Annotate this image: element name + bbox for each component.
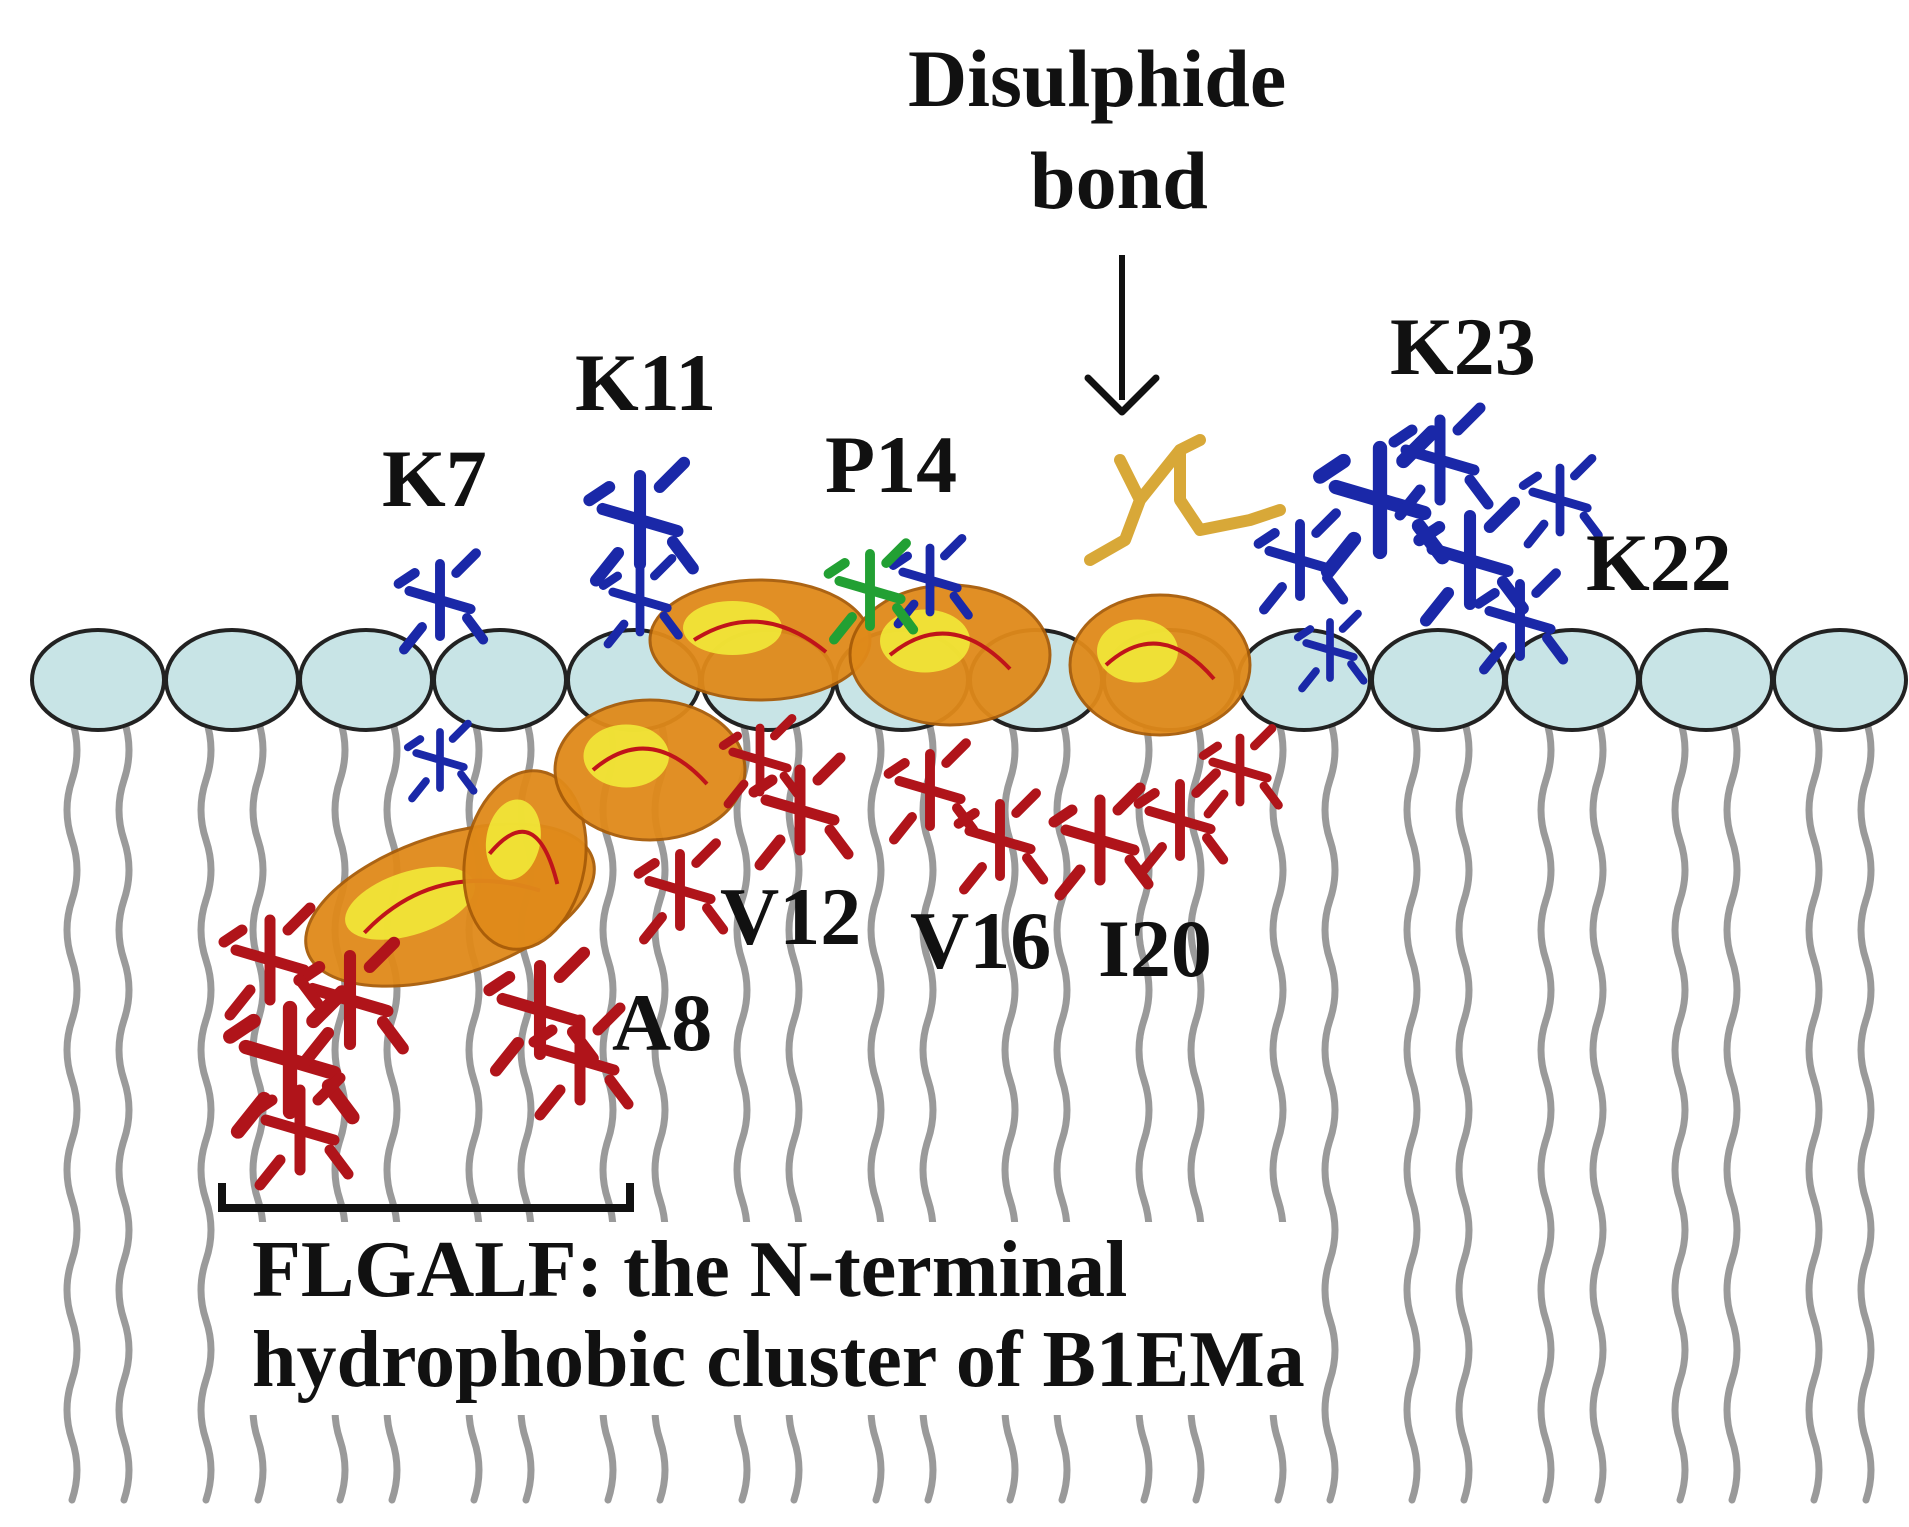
hydrophobic-side-chain-8 — [748, 752, 854, 871]
lysine-side-chain-8 — [1413, 496, 1529, 627]
residue-label-v16: V16 — [910, 895, 1052, 986]
lipid-tail-14-2 — [1857, 716, 1875, 1504]
peptide-b1ema — [218, 402, 1603, 1191]
helix-segment-k11-bond — [591, 746, 709, 786]
hydrophobic-side-chain-14 — [718, 714, 803, 809]
lipid-head-13 — [1638, 628, 1774, 732]
hydrophobic-side-chain-10 — [953, 788, 1049, 895]
lysine-side-chain-4 — [598, 554, 683, 649]
caption: FLGALF: the N-terminal hydrophobic clust… — [238, 1222, 1315, 1416]
helix-segment-p14 — [648, 578, 872, 702]
residue-label-k22: K22 — [1586, 517, 1732, 608]
lipid-tail-13-2 — [1723, 716, 1741, 1504]
helix-segment-p14-highlight — [683, 601, 782, 655]
helix-segment-i20-bond — [1104, 641, 1216, 681]
lysine-side-chain-12 — [1518, 454, 1603, 549]
helix-segment-i20 — [1068, 593, 1252, 737]
lysine-side-chain-3 — [583, 456, 699, 587]
disulphide-arrow-head — [1084, 374, 1160, 416]
lipid-tail-10-2 — [1321, 716, 1339, 1504]
lipid-tail-12-1 — [1537, 716, 1555, 1504]
hydrophobic-side-chain-13 — [1198, 724, 1283, 819]
hydrophobic-side-chain-4 — [248, 1072, 354, 1191]
hydrophobic-side-chain-5 — [483, 946, 599, 1077]
residue-label-i20: I20 — [1098, 903, 1212, 994]
residue-label-k23: K23 — [1390, 301, 1536, 392]
disulphide-label-line2: bond — [1030, 135, 1208, 226]
helix-segment-a8 — [462, 769, 588, 951]
helix-segment-a8-highlight — [485, 799, 541, 880]
lysine-side-chain-10 — [1473, 568, 1569, 675]
lysine-side-chain-9 — [1388, 402, 1494, 521]
lipid-tail-14-1 — [1805, 716, 1823, 1504]
helix-segment-v16-bond — [888, 631, 1012, 671]
caption-line2: hydrophobic cluster of B1EMa — [252, 1315, 1305, 1404]
lipid-tail-12-2 — [1589, 716, 1607, 1504]
disulphide-label-line1: Disulphide — [908, 33, 1287, 124]
hydrophobic-side-chain-12 — [1133, 768, 1229, 875]
lipid-tail-1-2 — [115, 716, 133, 1504]
hydrophobic-side-chain-11 — [1048, 782, 1154, 901]
residue-label-p14: P14 — [825, 419, 958, 510]
helix-segment-k11 — [553, 698, 747, 842]
lipid-head-11 — [1370, 628, 1506, 732]
lipid-tail-13-1 — [1671, 716, 1689, 1504]
cluster-bracket — [218, 1183, 634, 1212]
helix-segment-v16 — [848, 583, 1052, 727]
lipid-tail-11-1 — [1403, 716, 1421, 1504]
lipid-head-14 — [1772, 628, 1908, 732]
lipid-tail-1-1 — [63, 716, 81, 1504]
lipid-head-12 — [1504, 628, 1640, 732]
helix-segment-a8-bond — [488, 829, 560, 885]
hydrophobic-side-chain-3 — [218, 902, 324, 1021]
residue-label-v12: V12 — [720, 871, 862, 962]
lipid-tail-11-2 — [1455, 716, 1473, 1504]
lipid-tail-2-1 — [197, 716, 215, 1504]
lipid-head-4 — [432, 628, 568, 732]
residue-label-a8: A8 — [612, 977, 713, 1068]
helix-segment-i20-highlight — [1097, 619, 1178, 683]
lysine-side-chain-1 — [393, 548, 489, 655]
disulphide-side-chain — [1084, 434, 1286, 566]
hydrophobic-side-chain-7 — [633, 838, 729, 945]
lysine-side-chain-6 — [1253, 508, 1349, 615]
residue-label-k7: K7 — [382, 433, 487, 524]
hydrophobic-side-chain-6 — [528, 1002, 634, 1121]
hydrophobic-side-chain-2 — [293, 936, 409, 1067]
residue-label-k11: K11 — [575, 337, 717, 428]
helix-segment-v16-highlight — [880, 609, 970, 673]
helix-segment-p14-bond — [692, 619, 828, 654]
caption-line1: FLGALF: the N-terminal — [252, 1226, 1128, 1314]
lysine-side-chain-11 — [1293, 609, 1368, 693]
annotation-marks — [218, 255, 1160, 1212]
lipid-head-1 — [30, 628, 166, 732]
lysine-side-chain-7 — [1313, 425, 1450, 579]
lipid-head-2 — [164, 628, 300, 732]
helix-segment-k11-highlight — [583, 724, 669, 788]
hydrophobic-side-chain-9 — [883, 738, 979, 845]
proline-side-chain-p14 — [823, 538, 919, 645]
lysine-side-chain-2 — [403, 719, 478, 803]
